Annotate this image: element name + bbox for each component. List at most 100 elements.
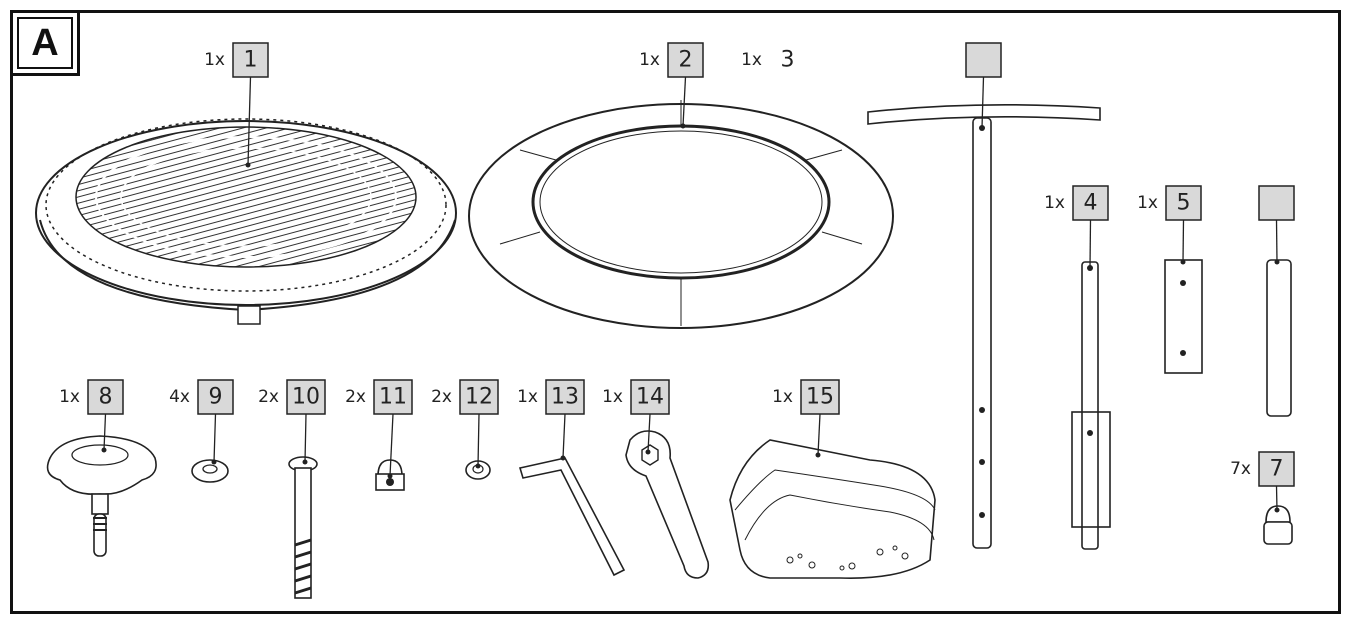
leader-line	[1275, 485, 1278, 511]
leader-line	[477, 413, 480, 467]
part-number: 5	[1177, 191, 1191, 216]
leader-line	[304, 413, 307, 463]
part-1-trampoline	[35, 118, 457, 325]
leader-dot	[387, 473, 393, 479]
callout-5: 51x	[1137, 185, 1202, 265]
part-number-box	[1165, 185, 1202, 221]
leader-line	[981, 76, 985, 129]
part-number: 13	[551, 385, 579, 410]
part-quantity: 2x	[258, 387, 279, 407]
callout-2: 2 1x	[639, 42, 704, 129]
callout-6	[1258, 185, 1295, 265]
part-number: 10	[292, 385, 320, 410]
part-2-frame-cover	[468, 100, 894, 329]
part-number: 1	[244, 48, 258, 73]
part-quantity: 1x	[741, 50, 762, 70]
part-quantity: 2x	[345, 387, 366, 407]
leader-line	[682, 76, 687, 127]
part-quantity: 2x	[431, 387, 452, 407]
leader-dot	[475, 463, 481, 469]
callout-15: 15 1x	[772, 379, 840, 458]
callout-13: 13 1x	[517, 379, 585, 461]
part-5-sleeve	[1164, 259, 1203, 374]
part-number-box	[1258, 451, 1295, 487]
part-number-box	[667, 42, 704, 78]
part-9-washer	[191, 459, 229, 483]
part-10-bolt	[288, 456, 318, 599]
part-number-box	[1072, 185, 1109, 221]
leader-dot	[645, 449, 651, 455]
leader-line	[817, 413, 821, 456]
part-6-tube	[1266, 259, 1292, 417]
part-number-box	[373, 379, 413, 415]
callout-8: 8 1x	[59, 379, 124, 453]
part-number-box	[630, 379, 670, 415]
leader-dot	[680, 123, 686, 129]
part-number-box	[459, 379, 499, 415]
leader-dot	[560, 455, 566, 461]
part-number-box	[965, 42, 1002, 78]
leader-dot	[245, 162, 251, 168]
part-number: 9	[209, 385, 223, 410]
section-letter: A	[17, 17, 73, 69]
part-number: 14	[636, 385, 664, 410]
part-quantity: 4x	[169, 387, 190, 407]
leader-dot	[1274, 259, 1280, 265]
section-badge: A	[10, 10, 80, 76]
part-number: 15	[806, 385, 834, 410]
part-quantity: 1x	[602, 387, 623, 407]
leader-dot	[302, 459, 308, 465]
callout-9: 9 4x	[169, 379, 234, 465]
part-handlebar-pole	[867, 104, 1101, 549]
callout-11: 11 2x	[345, 379, 413, 479]
callout-12: 12 2x	[431, 379, 499, 469]
callout-4: 41x	[1044, 185, 1109, 271]
part-number: 8	[99, 385, 113, 410]
leader-dot	[1087, 265, 1093, 271]
leader-dot	[211, 459, 217, 465]
part-number: 3	[781, 48, 795, 73]
part-8-knob	[46, 435, 157, 557]
leader-line	[103, 413, 107, 451]
leader-line	[1182, 219, 1185, 263]
part-quantity: 1x	[639, 50, 660, 70]
part-number-box	[232, 42, 269, 78]
part-14-wrench	[625, 430, 710, 579]
part-quantity: 1x	[772, 387, 793, 407]
leader-dot	[1274, 507, 1280, 513]
leader-dot	[815, 452, 821, 458]
leader-line	[213, 413, 217, 463]
callout-pole	[965, 42, 1002, 131]
part-number-box	[545, 379, 585, 415]
part-13-hex-key	[518, 457, 626, 577]
leader-line	[389, 413, 394, 477]
leader-line	[247, 76, 252, 166]
callout-3: 3 1x	[741, 48, 794, 73]
leader-line	[1275, 219, 1278, 263]
callout-14: 14 1x	[602, 379, 670, 455]
callout-10: 10 2x	[258, 379, 326, 465]
part-number-box	[197, 379, 234, 415]
part-quantity: 1x	[204, 50, 225, 70]
part-quantity: 7x	[1230, 459, 1251, 479]
part-number-box	[286, 379, 326, 415]
part-number-box	[800, 379, 840, 415]
part-number: 11	[379, 385, 407, 410]
part-number: 4	[1084, 191, 1098, 216]
callout-7: 7 7x	[1230, 451, 1295, 513]
part-number-box	[1258, 185, 1295, 221]
leader-line	[1089, 219, 1092, 269]
part-quantity: 1x	[59, 387, 80, 407]
callout-1: 1 1x	[204, 42, 269, 168]
part-number: 12	[465, 385, 493, 410]
leader-line	[562, 413, 566, 459]
part-quantity: 1x	[517, 387, 538, 407]
leader-dot	[1180, 259, 1186, 265]
part-12-nut	[465, 460, 491, 480]
part-number: 7	[1270, 457, 1284, 482]
leader-dot	[979, 125, 985, 131]
part-4-leg-tube	[1071, 261, 1111, 550]
part-number: 2	[679, 48, 693, 73]
